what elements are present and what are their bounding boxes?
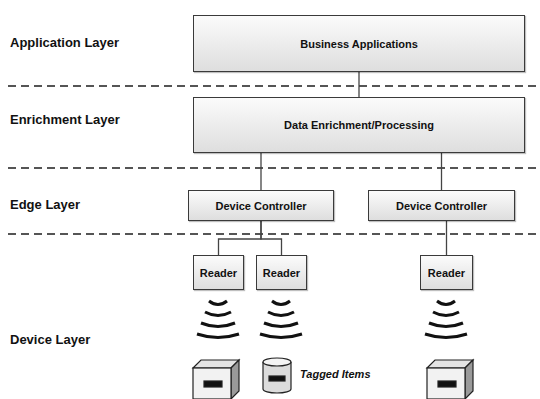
layer-divider <box>8 233 536 235</box>
tag <box>204 381 222 387</box>
box-label: Reader <box>263 267 300 279</box>
connector <box>260 153 261 190</box>
caption-label: Tagged Items <box>300 368 371 380</box>
box-front <box>193 368 231 399</box>
controller-box: Device Controller <box>368 190 515 221</box>
tagged-cylinder <box>263 358 291 393</box>
connector <box>261 221 282 255</box>
radio-wave <box>197 334 239 338</box>
layer-label: Device Layer <box>10 332 90 347</box>
tag <box>438 381 456 387</box>
processing-box: Data Enrichment/Processing <box>193 97 525 153</box>
tagged-box <box>427 360 473 399</box>
box-side <box>231 360 239 399</box>
box-label: Reader <box>200 267 237 279</box>
connector <box>219 221 262 255</box>
tag <box>269 376 285 381</box>
radio-wave <box>260 334 302 338</box>
connector <box>446 221 447 255</box>
radio-wave <box>437 301 455 305</box>
box-label: Business Applications <box>300 38 418 50</box>
reader-box: Reader <box>256 255 307 290</box>
radio-waves <box>197 301 467 338</box>
layer-label: Enrichment Layer <box>10 112 120 127</box>
radio-wave <box>201 323 235 327</box>
cylinder-body <box>263 362 291 393</box>
radio-wave <box>272 301 290 305</box>
connector <box>358 72 359 97</box>
box-label: Device Controller <box>396 200 487 212</box>
cylinder-top <box>263 358 291 366</box>
layer-divider <box>8 85 536 87</box>
radio-wave <box>209 301 227 305</box>
tagged-box <box>193 360 239 399</box>
reader-box: Reader <box>420 255 473 290</box>
box-front <box>427 368 465 399</box>
layer-label: Edge Layer <box>10 197 80 212</box>
radio-wave <box>205 312 231 316</box>
radio-wave <box>429 323 463 327</box>
layer-label: Application Layer <box>10 35 119 50</box>
radio-wave <box>425 334 467 338</box>
radio-wave <box>264 323 298 327</box>
box-label: Data Enrichment/Processing <box>284 119 434 131</box>
box-side <box>465 360 473 399</box>
layer-divider <box>8 167 536 169</box>
box-label: Reader <box>428 267 465 279</box>
controller-box: Device Controller <box>188 190 334 221</box>
reader-box: Reader <box>193 255 244 290</box>
layer-divider <box>8 86 536 234</box>
radio-wave <box>268 312 294 316</box>
box-label: Device Controller <box>215 200 306 212</box>
connector <box>441 153 442 190</box>
radio-wave <box>433 312 459 316</box>
application-box: Business Applications <box>193 15 525 72</box>
